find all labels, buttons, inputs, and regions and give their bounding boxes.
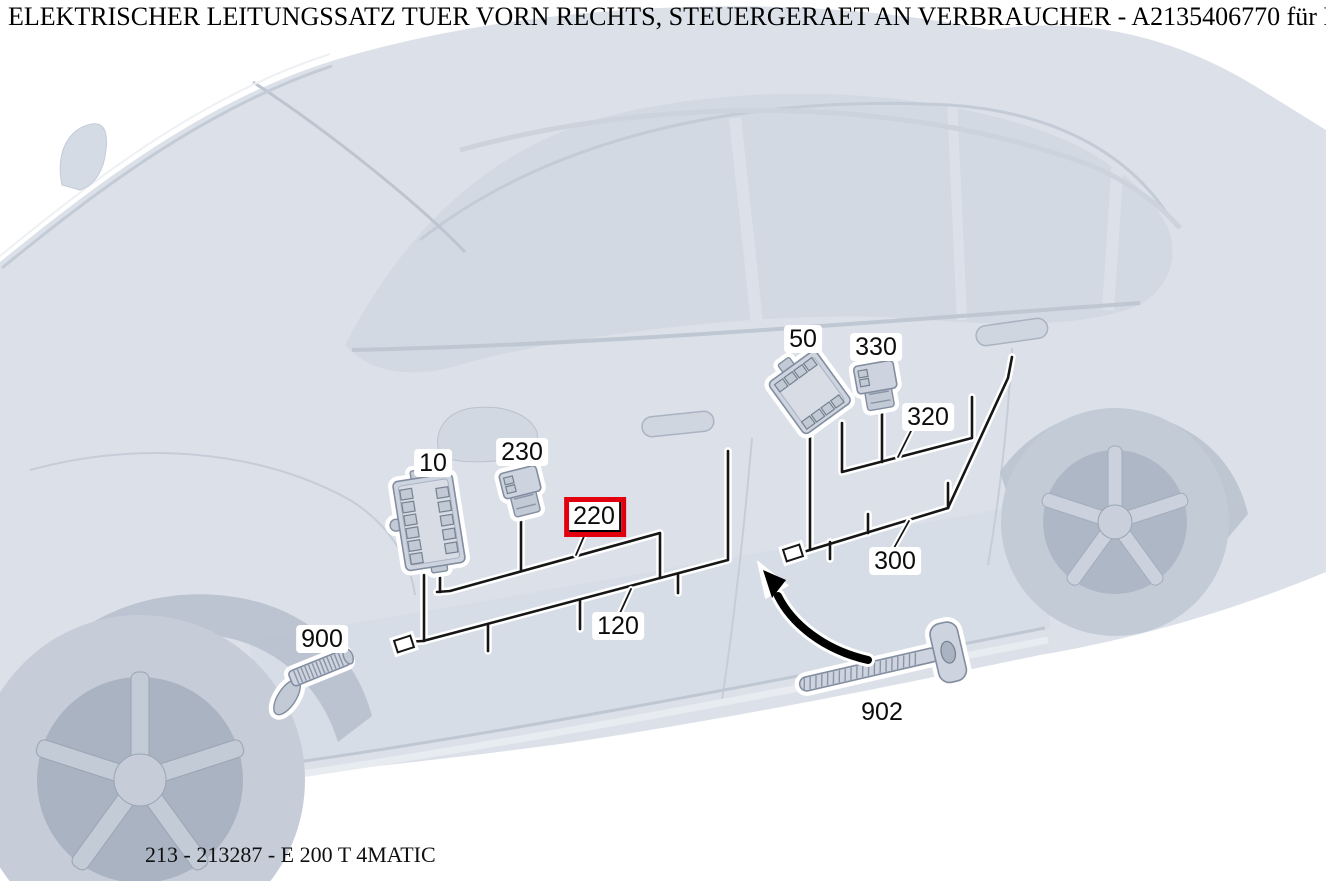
callout-50[interactable]: 50: [784, 325, 822, 353]
harness-clip-left: [389, 630, 419, 658]
callout-230[interactable]: 230: [496, 438, 548, 466]
callout-902[interactable]: 902: [856, 698, 908, 726]
callout-120[interactable]: 120: [592, 612, 644, 640]
part-control-unit-10: [385, 464, 470, 578]
callout-220-label: 220: [569, 502, 621, 532]
connector-slots: [398, 485, 459, 565]
callout-220-selected[interactable]: 220: [564, 497, 626, 537]
harness-lines: [389, 353, 1016, 658]
callout-300[interactable]: 300: [869, 547, 921, 575]
part-connector-330: [848, 355, 902, 416]
rear-wheel: [1001, 408, 1229, 636]
front-door-handle: [641, 410, 715, 438]
connector-slots: [773, 356, 845, 431]
rear-door-handle: [975, 317, 1049, 347]
car-illustration: [0, 6, 1326, 881]
harness-clip-right: [778, 539, 808, 567]
callout-330[interactable]: 330: [850, 333, 902, 361]
part-screw-902: [794, 617, 972, 696]
model-line-footer: 213 - 213287 - E 200 T 4MATIC: [145, 842, 436, 867]
direction-arrow: [756, 559, 875, 667]
part-connector-230: [494, 460, 546, 522]
callout-320[interactable]: 320: [902, 403, 954, 431]
callout-900[interactable]: 900: [296, 625, 348, 653]
wire-harness-220: [435, 531, 662, 594]
part-control-unit-50: [764, 346, 856, 439]
far-door-mirror: [59, 123, 107, 191]
callout-10[interactable]: 10: [414, 449, 452, 477]
page-title: ELEKTRISCHER LEITUNGSSATZ TUER VORN RECH…: [8, 2, 1326, 31]
front-wheel: [0, 615, 305, 881]
wire-harness-320: [840, 395, 974, 474]
